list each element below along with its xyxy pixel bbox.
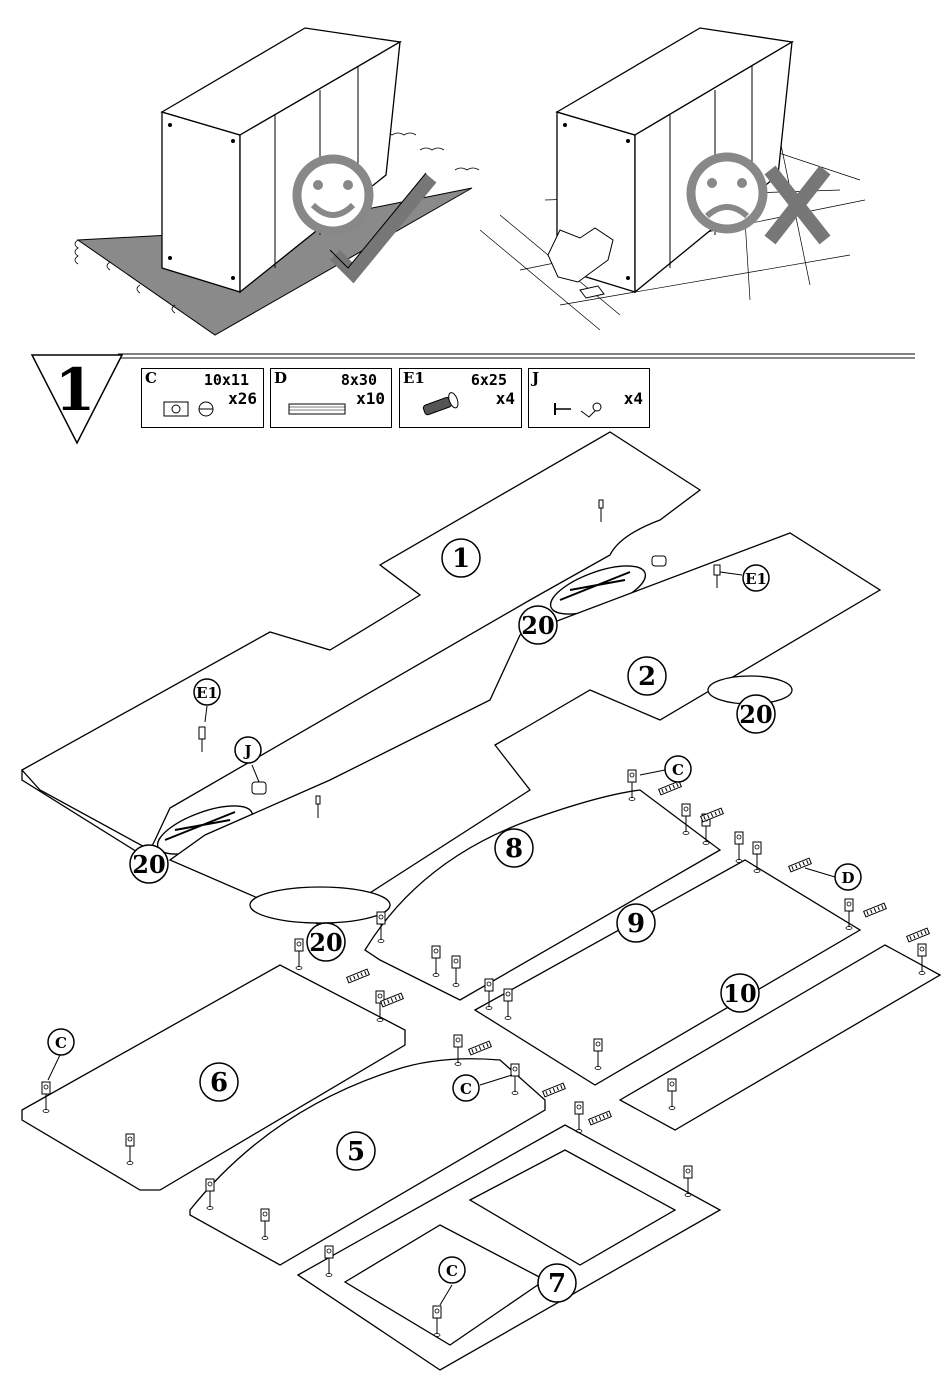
callout-e1-a: E1 [196, 684, 218, 702]
panel-20-label-a: 20 [521, 611, 554, 640]
hardware-qty: x10 [356, 389, 385, 408]
panel-1-label: 1 [452, 544, 470, 574]
frown-cross-icon [691, 157, 825, 240]
callout-c-1: C [672, 761, 684, 779]
hardware-qty: x26 [228, 389, 257, 408]
hardware-box-e1: E1 6x25 x4 [399, 368, 522, 428]
callout-c-4: C [446, 1262, 458, 1280]
panel-9-label: 9 [627, 909, 645, 939]
hardware-qty: x4 [496, 389, 515, 408]
panel-8-label: 8 [505, 834, 523, 864]
callout-j: J [242, 742, 251, 760]
hardware-code: J [532, 369, 539, 387]
wooden-dowel-icon [287, 399, 349, 419]
pin-icon [551, 397, 611, 421]
panel-20-label-c: 20 [132, 850, 165, 879]
hardware-code: E1 [403, 369, 425, 387]
hardware-box-j: J x4 [528, 368, 650, 428]
panel-6-label: 6 [210, 1068, 228, 1098]
panel-7-label: 7 [548, 1269, 566, 1299]
panel-20-label-b: 20 [739, 700, 772, 729]
hardware-size: 8x30 [341, 371, 377, 389]
panel-2-label: 2 [638, 662, 656, 692]
panel-5-label: 5 [347, 1137, 365, 1167]
callout-c-2: C [55, 1034, 67, 1052]
hardware-box-c: C 10x11 x26 [141, 368, 264, 428]
warning-bad-illustration [480, 28, 865, 330]
hardware-code: C [145, 369, 157, 387]
callout-e1-b: E1 [745, 570, 767, 588]
screw-icon [418, 389, 468, 419]
hardware-qty: x4 [624, 389, 643, 408]
warning-good-illustration [75, 28, 479, 335]
callout-d: D [841, 869, 854, 887]
hardware-code: D [274, 369, 287, 387]
hardware-size: 6x25 [471, 371, 507, 389]
panel-10-label: 10 [723, 979, 756, 1008]
hardware-size: 10x11 [204, 371, 249, 389]
cam-lock-icon [162, 399, 222, 419]
hardware-box-d: D 8x30 x10 [270, 368, 392, 428]
panel-20-label-d: 20 [309, 928, 342, 957]
step-number: 1 [55, 356, 95, 424]
exploded-panels [22, 432, 940, 1370]
callout-c-3: C [460, 1080, 472, 1098]
